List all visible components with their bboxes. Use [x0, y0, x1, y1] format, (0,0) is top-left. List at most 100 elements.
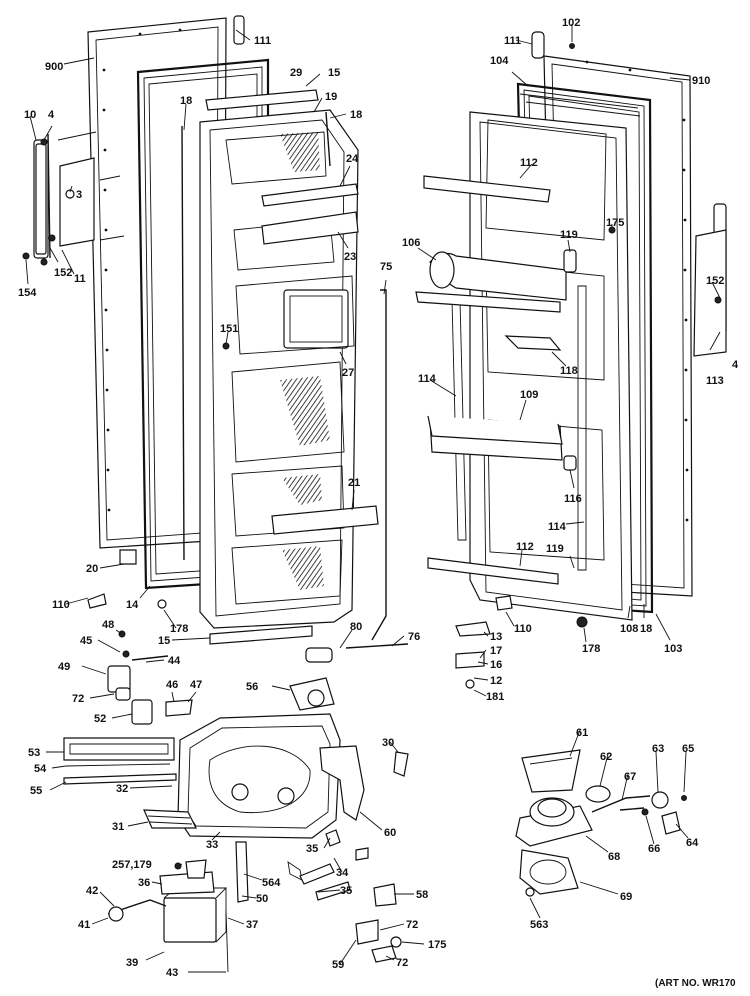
- callout-label: 111: [254, 35, 271, 47]
- callout-label: 14: [126, 599, 139, 611]
- callout-label: 33: [206, 839, 218, 851]
- callout-label: 52: [94, 713, 106, 725]
- callout-label: 257,179: [112, 859, 152, 871]
- callout-label: 50: [256, 893, 268, 905]
- callout-label: 119: [546, 543, 564, 555]
- callout-label: 56: [246, 681, 258, 693]
- callout-label: 41: [78, 919, 90, 931]
- callout-label: 53: [28, 747, 40, 759]
- callout-label: 114: [418, 373, 437, 385]
- callout-label: 181: [486, 691, 504, 703]
- fresh-food-door-shelves-and-bins: [233, 15, 727, 585]
- callout-label: 54: [34, 763, 47, 775]
- callout-label: 35: [340, 885, 352, 897]
- callout-label: 20: [86, 563, 98, 575]
- callout-label: 103: [664, 643, 682, 655]
- callout-label: 47: [190, 679, 202, 691]
- callout-label: 55: [30, 785, 42, 797]
- callout-label: 17: [490, 645, 502, 657]
- callout-label: 63: [652, 743, 664, 755]
- callout-label: 11: [74, 273, 86, 285]
- callout-label: 36: [138, 877, 150, 889]
- callout-label: 59: [332, 959, 344, 971]
- callout-label: 31: [112, 821, 124, 833]
- callout-label: 102: [562, 17, 580, 29]
- callout-label: 80: [350, 621, 362, 633]
- callout-label: 152: [706, 275, 724, 287]
- callout-label: 113: [706, 375, 724, 387]
- callout-label: 43: [166, 967, 178, 979]
- callout-label: 110: [52, 599, 70, 611]
- callout-labels: 900 111 29 15 19 18 10 4 3 152 11 154 18…: [18, 17, 739, 979]
- callout-label: 44: [168, 655, 181, 667]
- callout-label: 76: [408, 631, 420, 643]
- freezer-door-liner: [199, 109, 359, 629]
- callout-leader-lines: [25, 24, 721, 973]
- callout-label: 18: [350, 109, 362, 121]
- callout-label: 35: [306, 843, 318, 855]
- callout-label: 21: [348, 477, 360, 489]
- callout-label: 61: [576, 727, 588, 739]
- callout-label: 34: [336, 867, 349, 879]
- callout-label: 64: [686, 837, 699, 849]
- callout-label: 564: [262, 877, 281, 889]
- callout-label: 12: [490, 675, 502, 687]
- callout-label: 119: [560, 229, 578, 241]
- callout-label: 27: [342, 367, 354, 379]
- callout-label: 48: [102, 619, 114, 631]
- callout-label: 62: [600, 751, 612, 763]
- callout-label: 118: [560, 365, 578, 377]
- callout-label: 10: [24, 109, 36, 121]
- callout-label: 32: [116, 783, 128, 795]
- callout-label: 16: [490, 659, 502, 671]
- callout-label: 67: [624, 771, 636, 783]
- callout-label: 66: [648, 843, 660, 855]
- callout-label: 49: [58, 661, 70, 673]
- callout-label: 13: [490, 631, 502, 643]
- callout-label: 75: [380, 261, 392, 273]
- callout-label: 112: [520, 157, 538, 169]
- callout-label: 109: [520, 389, 538, 401]
- callout-label: 104: [490, 55, 509, 67]
- callout-label: 151: [220, 323, 238, 335]
- dispenser-housing-assembly: [63, 713, 341, 839]
- callout-label: 46: [166, 679, 178, 691]
- callout-label: 111: [504, 35, 521, 47]
- callout-label: 112: [516, 541, 534, 553]
- callout-label: 900: [45, 61, 63, 73]
- callout-label: 3: [76, 189, 82, 201]
- callout-label: 4: [732, 359, 739, 371]
- callout-label: 65: [682, 743, 694, 755]
- callout-label: 152: [54, 267, 72, 279]
- callout-label: 19: [325, 91, 337, 103]
- callout-label: 106: [402, 237, 420, 249]
- callout-label: 24: [346, 153, 359, 165]
- callout-label: 23: [344, 251, 356, 263]
- callout-label: 39: [126, 957, 138, 969]
- callout-label: 72: [406, 919, 418, 931]
- callout-label: 60: [384, 827, 396, 839]
- ice-maker-auger-assembly: [455, 595, 687, 897]
- callout-label: 42: [86, 885, 98, 897]
- callout-label: 108: [620, 623, 638, 635]
- dispenser-small-parts: [107, 630, 409, 973]
- callout-label: 910: [692, 75, 710, 87]
- art-number-label: (ART NO. WR170: [655, 978, 736, 989]
- callout-label: 154: [18, 287, 37, 299]
- callout-label: 18: [640, 623, 652, 635]
- callout-label: 69: [620, 891, 632, 903]
- callout-label: 72: [396, 957, 408, 969]
- freezer-door-hinge-trims: [33, 111, 409, 649]
- callout-label: 15: [328, 67, 340, 79]
- callout-label: 175: [606, 217, 624, 229]
- callout-label: 29: [290, 67, 302, 79]
- callout-label: 178: [582, 643, 600, 655]
- callout-label: 110: [514, 623, 532, 635]
- callout-label: 4: [48, 109, 55, 121]
- callout-label: 58: [416, 889, 428, 901]
- callout-label: 18: [180, 95, 192, 107]
- callout-label: 37: [246, 919, 258, 931]
- callout-label: 563: [530, 919, 548, 931]
- callout-label: 68: [608, 851, 620, 863]
